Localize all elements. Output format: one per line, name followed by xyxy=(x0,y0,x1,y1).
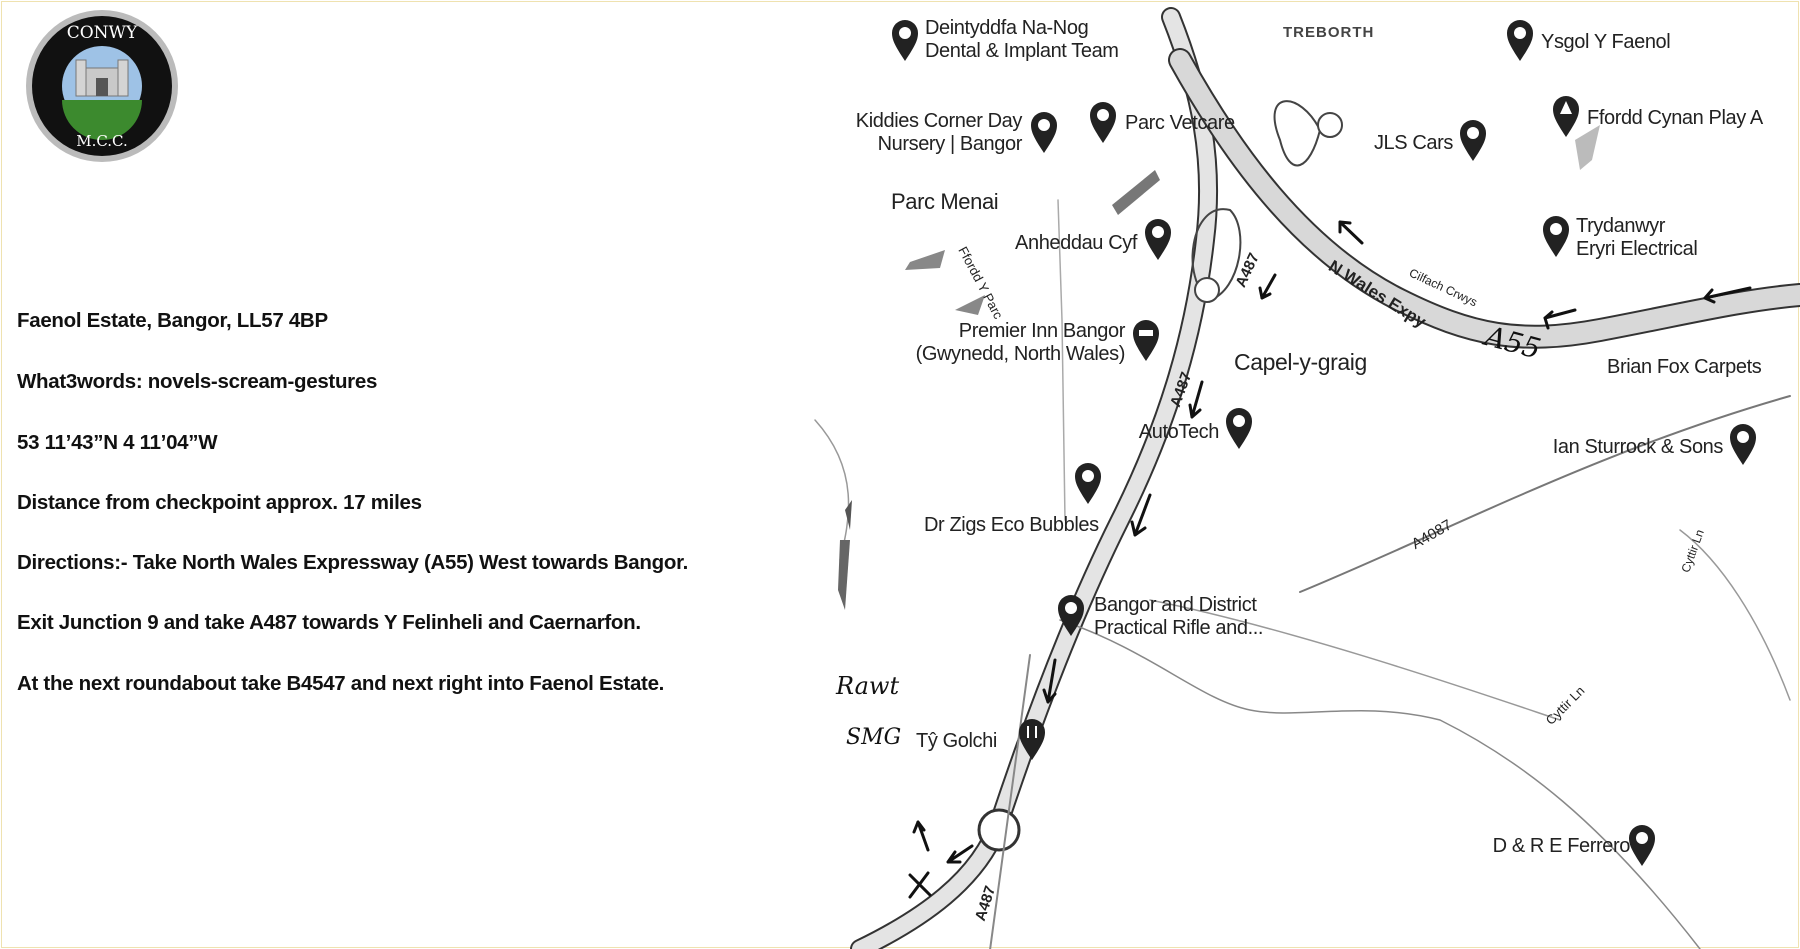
place-name: Trydanwyr xyxy=(1576,215,1666,237)
place-label-dr-zigs[interactable]: Dr Zigs Eco Bubbles xyxy=(924,514,1099,536)
place-label-brian-fox[interactable]: Brian Fox Carpets xyxy=(1607,356,1762,378)
area-label-treborth: TREBORTH xyxy=(1283,24,1375,41)
place-label-ferrero[interactable]: D & R E Ferrero xyxy=(1492,835,1631,857)
trydanwyr-pin-icon[interactable] xyxy=(1541,214,1571,258)
hand-arrow xyxy=(1042,658,1057,704)
place-label-ysgol[interactable]: Ysgol Y Faenol xyxy=(1541,31,1671,53)
place-label-autotech[interactable]: AutoTech xyxy=(1138,421,1220,443)
place-label-ty-golchi[interactable]: Tŷ Golchi xyxy=(916,730,997,752)
nursery-pin-icon[interactable] xyxy=(1029,110,1059,154)
place-name: Nursery | Bangor xyxy=(877,133,1023,155)
svg-text:M.C.C.: M.C.C. xyxy=(76,132,128,150)
ferrero-pin-icon[interactable] xyxy=(1627,823,1657,867)
area-label-capel-y-graig: Capel-y-graig xyxy=(1234,349,1367,375)
anheddau-pin-icon[interactable] xyxy=(1143,217,1173,261)
hotel-pin-icon[interactable] xyxy=(1131,318,1161,362)
place-label-jls-cars[interactable]: JLS Cars xyxy=(1373,132,1453,154)
hand-arrow xyxy=(1130,493,1152,537)
hand-arrow xyxy=(912,820,930,852)
place-name: Eryri Electrical xyxy=(1576,238,1698,260)
road-a4087 xyxy=(1299,395,1791,593)
park-pin-icon[interactable] xyxy=(1551,94,1581,138)
road-a487 xyxy=(850,7,1219,949)
ian-sturrock-pin-icon[interactable] xyxy=(1728,422,1758,466)
dr-zigs-pin-icon[interactable] xyxy=(1073,461,1103,505)
finish-cross xyxy=(908,871,932,899)
hand-arrow xyxy=(946,844,974,864)
vetcare-pin-icon[interactable] xyxy=(1088,100,1118,144)
conwy-mcc-logo: CONWY M.C.C. xyxy=(26,10,178,162)
place-name: Practical Rifle and... xyxy=(1094,617,1264,639)
place-name: Deintyddfa Na-Nog xyxy=(925,17,1089,39)
autotech-pin-icon[interactable] xyxy=(1224,406,1254,450)
area-label-parc-menai: Parc Menai xyxy=(891,189,999,214)
directions-step-2: Exit Junction 9 and take A487 towards Y … xyxy=(17,611,641,634)
place-name: Bangor and District xyxy=(1094,594,1257,616)
hand-arrow xyxy=(1338,220,1364,245)
place-label-vetcare[interactable]: Parc Vetcare xyxy=(1125,112,1235,134)
restaurant-pin-icon[interactable] xyxy=(1017,717,1047,761)
rifle-club-pin-icon[interactable] xyxy=(1056,593,1086,637)
what3words-text: What3words: novels-scream-gestures xyxy=(17,370,378,393)
dentist-pin-icon[interactable] xyxy=(890,18,920,62)
svg-text:CONWY: CONWY xyxy=(67,23,138,43)
coordinates-text: 53 11’43”N 4 11’04”W xyxy=(17,431,218,454)
handwritten-rawt: Rawt xyxy=(836,672,900,700)
place-label-ffordd-cynan[interactable]: Ffordd Cynan Play A xyxy=(1587,107,1763,129)
place-label-ian-sturrock[interactable]: Ian Sturrock & Sons xyxy=(1552,436,1724,458)
place-name: (Gwynedd, North Wales) xyxy=(915,343,1126,365)
place-label-premier-inn[interactable]: Premier Inn Bangor(Gwynedd, North Wales) xyxy=(915,320,1126,366)
hand-arrow xyxy=(1543,308,1577,330)
hand-arrow xyxy=(1258,273,1277,300)
place-label-anheddau[interactable]: Anheddau Cyf xyxy=(1015,232,1137,254)
hand-arrow xyxy=(1703,286,1752,304)
distance-text: Distance from checkpoint approx. 17 mile… xyxy=(17,491,422,514)
directions-step-3: At the next roundabout take B4547 and ne… xyxy=(17,672,665,695)
hand-arrow xyxy=(1188,380,1204,419)
directions-step-1: Directions:- Take North Wales Expressway… xyxy=(17,551,689,574)
place-name: Kiddies Corner Day xyxy=(855,110,1023,132)
place-name: Premier Inn Bangor xyxy=(958,320,1126,342)
school-pin-icon[interactable] xyxy=(1505,18,1535,62)
roundabout xyxy=(977,808,1021,852)
handwritten-smg: SMG xyxy=(846,725,902,750)
address-text: Faenol Estate, Bangor, LL57 4BP xyxy=(17,309,328,332)
place-name: Dental & Implant Team xyxy=(925,40,1119,62)
jls-cars-pin-icon[interactable] xyxy=(1458,118,1488,162)
